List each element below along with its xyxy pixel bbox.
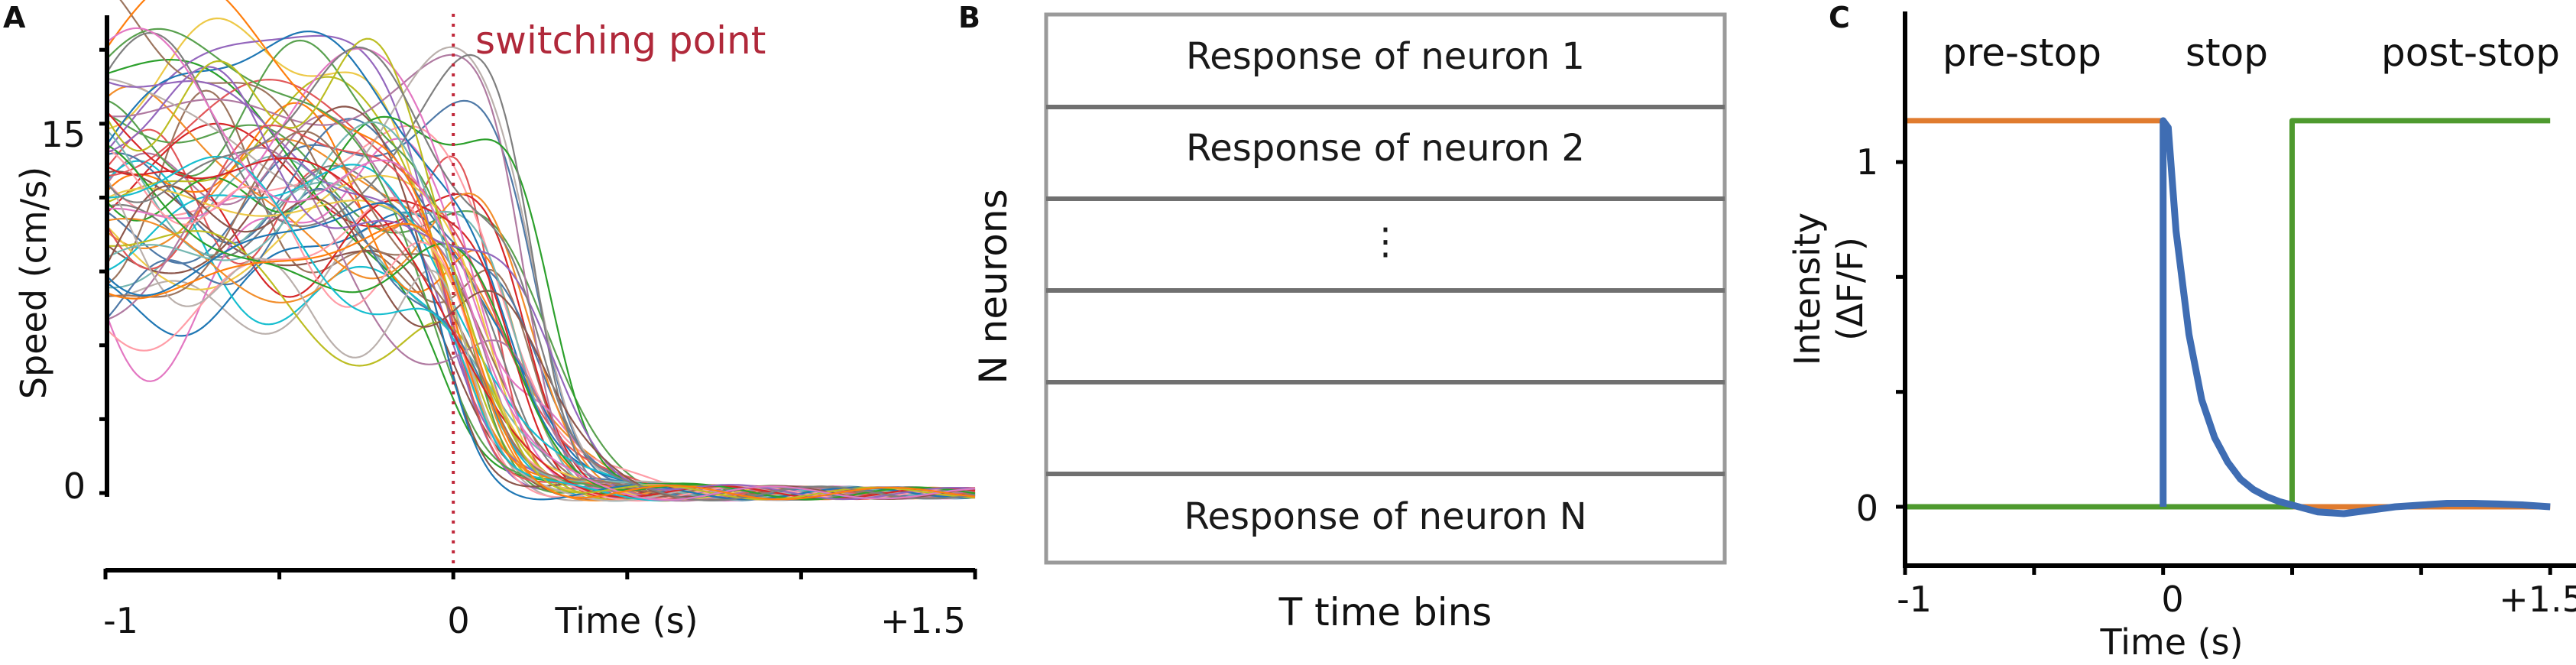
panel-b-response-matrix: Response of neuron 1 Response of neuron … bbox=[971, 12, 1727, 634]
speed-trace bbox=[105, 66, 976, 501]
speed-trace bbox=[105, 27, 976, 501]
y-tick-label-15: 15 bbox=[41, 114, 86, 155]
intensity-series bbox=[1905, 117, 2551, 517]
series-line-stop bbox=[2160, 117, 2551, 517]
b-y-axis-title: N neurons bbox=[971, 189, 1016, 384]
speed-trace bbox=[105, 78, 976, 501]
panel-a-speed-chart: switching point 15 0 -1 0 +1.5 Time (s) … bbox=[13, 0, 977, 641]
x-axis-title: Time (s) bbox=[554, 600, 698, 641]
speed-trace bbox=[105, 175, 976, 502]
c-y-axis-title-line1: Intensity bbox=[1787, 212, 1828, 365]
c-y-ticks bbox=[1896, 160, 1906, 509]
legend-post-stop: post-stop bbox=[2381, 31, 2560, 75]
c-y-axis-title-line2: (ΔF/F) bbox=[1829, 237, 1871, 341]
c-x-ticks bbox=[1903, 564, 2552, 575]
speed-trace bbox=[105, 202, 976, 501]
speed-trace bbox=[105, 47, 976, 501]
c-x-tick-label-0: 0 bbox=[2161, 579, 2183, 620]
c-x-axis-title: Time (s) bbox=[2099, 621, 2243, 663]
x-tick-label-plus1-5: +1.5 bbox=[880, 600, 966, 641]
speed-trace bbox=[105, 222, 976, 501]
c-y-tick-label-1: 1 bbox=[1856, 141, 1878, 183]
x-tick-label-minus1: -1 bbox=[103, 600, 138, 641]
panel-letter-a: A bbox=[3, 1, 26, 34]
x-ticks bbox=[103, 569, 977, 579]
speed-trace bbox=[105, 37, 976, 501]
switching-point-label: switching point bbox=[475, 18, 766, 63]
panel-c-intensity-chart: 1 0 -1 0 +1.5 Time (s) Intensity (ΔF/F) … bbox=[1787, 11, 2576, 663]
speed-trace bbox=[105, 28, 976, 501]
c-x-tick-label-minus1: -1 bbox=[1897, 579, 1932, 620]
y-tick-label-0: 0 bbox=[63, 466, 86, 507]
row-label-neuron-1: Response of neuron 1 bbox=[1186, 35, 1585, 78]
y-ticks bbox=[99, 47, 108, 495]
x-tick-label-0: 0 bbox=[447, 600, 469, 641]
b-x-axis-title: T time bins bbox=[1278, 590, 1492, 634]
row-label-neuron-2: Response of neuron 2 bbox=[1186, 127, 1585, 170]
speed-trace bbox=[105, 46, 976, 501]
row-ellipsis: ⋮ bbox=[1367, 220, 1404, 263]
series-line-post-stop bbox=[1905, 118, 2551, 510]
y-axis-title: Speed (cm/s) bbox=[13, 167, 54, 399]
speed-trace bbox=[105, 34, 976, 501]
legend-stop: stop bbox=[2186, 31, 2268, 75]
panel-letter-c: C bbox=[1829, 1, 1850, 34]
speed-traces bbox=[104, 0, 976, 502]
row-label-neuron-n: Response of neuron N bbox=[1184, 495, 1586, 538]
panel-letter-b: B bbox=[958, 1, 980, 34]
series-line-pre-stop bbox=[1905, 118, 2551, 510]
c-y-tick-label-0: 0 bbox=[1856, 488, 1878, 529]
speed-trace bbox=[105, 122, 976, 501]
c-x-tick-label-plus1-5: +1.5 bbox=[2499, 579, 2576, 620]
legend-pre-stop: pre-stop bbox=[1943, 31, 2101, 75]
